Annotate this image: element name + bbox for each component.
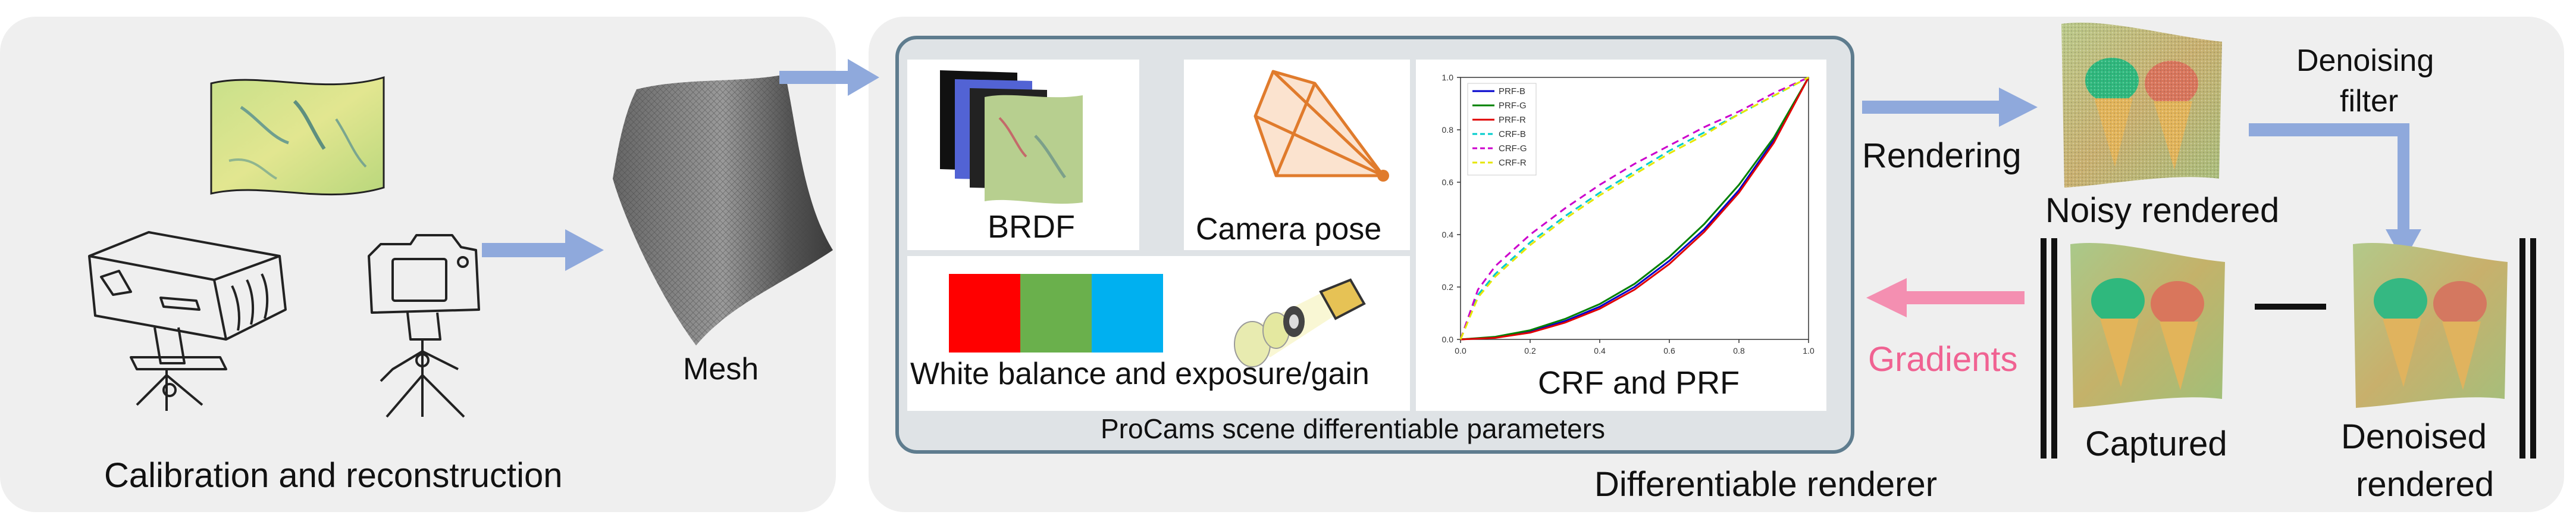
arrow-to-params xyxy=(779,59,879,96)
camera-pose-label: Camera pose xyxy=(1196,212,1382,247)
rendering-arrow xyxy=(1862,88,2038,127)
renderer-title: Differentiable renderer xyxy=(1594,465,1938,504)
y-tick-label: 1.0 xyxy=(1442,73,1454,82)
denoising-filter-label-1: Denoising xyxy=(2296,43,2434,78)
x-tick-label: 0.2 xyxy=(1524,346,1536,355)
x-tick-label: 0.4 xyxy=(1594,346,1606,355)
legend-label-prf-g: PRF-G xyxy=(1499,101,1527,111)
legend-label-crf-r: CRF-R xyxy=(1499,158,1527,168)
brdf-layers-image xyxy=(940,70,1083,204)
y-tick-label: 0.6 xyxy=(1442,177,1454,187)
y-tick-label: 0.8 xyxy=(1442,125,1454,135)
x-tick-label: 0.8 xyxy=(1733,346,1745,355)
wb-color-green xyxy=(1020,274,1092,353)
y-tick-label: 0.4 xyxy=(1442,230,1454,239)
x-tick-label: 0.6 xyxy=(1663,346,1675,355)
legend-label-crf-g: CRF-G xyxy=(1499,144,1527,154)
y-tick-label: 0.0 xyxy=(1442,335,1454,344)
captured-label: Captured xyxy=(2085,425,2227,463)
wb-color-blue xyxy=(1092,274,1163,353)
denoising-filter-label-2: filter xyxy=(2340,84,2399,118)
series-line-prf-g xyxy=(1460,77,1810,341)
scene-parameters-title: ProCams scene differentiable parameters xyxy=(1101,413,1606,444)
gradients-label: Gradients xyxy=(1868,340,2018,379)
denoised-rendered-image xyxy=(2353,242,2508,408)
legend-label-prf-r: PRF-R xyxy=(1499,115,1526,125)
camera-frustum-icon xyxy=(1253,70,1389,182)
wb-color-red xyxy=(949,274,1020,353)
captured-left-bar-1 xyxy=(2041,238,2047,458)
series-line-prf-r xyxy=(1460,77,1810,341)
legend-label-prf-b: PRF-B xyxy=(1499,86,1525,96)
brdf-label: BRDF xyxy=(988,209,1075,245)
series-line-crf-g xyxy=(1459,76,1809,340)
chart-legend-box xyxy=(1467,83,1537,176)
legend-label-crf-b: CRF-B xyxy=(1499,129,1526,139)
chart-plot-frame xyxy=(1460,77,1809,340)
mesh-surface xyxy=(613,74,833,345)
denoised-right-bar-1 xyxy=(2519,238,2525,458)
camera-icon xyxy=(368,234,480,418)
denoised-right-bar-2 xyxy=(2530,238,2536,458)
projection-texture-image xyxy=(210,76,385,196)
denoised-label-2: rendered xyxy=(2356,465,2494,504)
captured-left-bar-2 xyxy=(2051,238,2057,458)
noisy-rendered-label: Noisy rendered xyxy=(2045,191,2280,230)
calibration-title: Calibration and reconstruction xyxy=(104,456,563,495)
gradients-arrow xyxy=(1866,278,2025,317)
projector-icon xyxy=(88,231,287,411)
minus-sign xyxy=(2255,304,2326,310)
white-balance-label: White balance and exposure/gain xyxy=(910,357,1370,391)
x-tick-label: 0.0 xyxy=(1455,346,1466,355)
y-tick-label: 0.2 xyxy=(1442,282,1454,292)
rendering-label: Rendering xyxy=(1862,136,2022,175)
x-tick-label: 1.0 xyxy=(1803,346,1815,355)
noisy-rendered-image xyxy=(2061,22,2222,188)
crf-prf-label: CRF and PRF xyxy=(1538,365,1740,401)
mesh-label: Mesh xyxy=(683,352,759,386)
exposure-lens-icon xyxy=(1234,278,1366,367)
captured-image xyxy=(2070,242,2225,408)
series-line-crf-r xyxy=(1459,76,1809,340)
denoised-label-1: Denoised xyxy=(2341,417,2487,456)
arrow-to-mesh xyxy=(482,229,604,271)
